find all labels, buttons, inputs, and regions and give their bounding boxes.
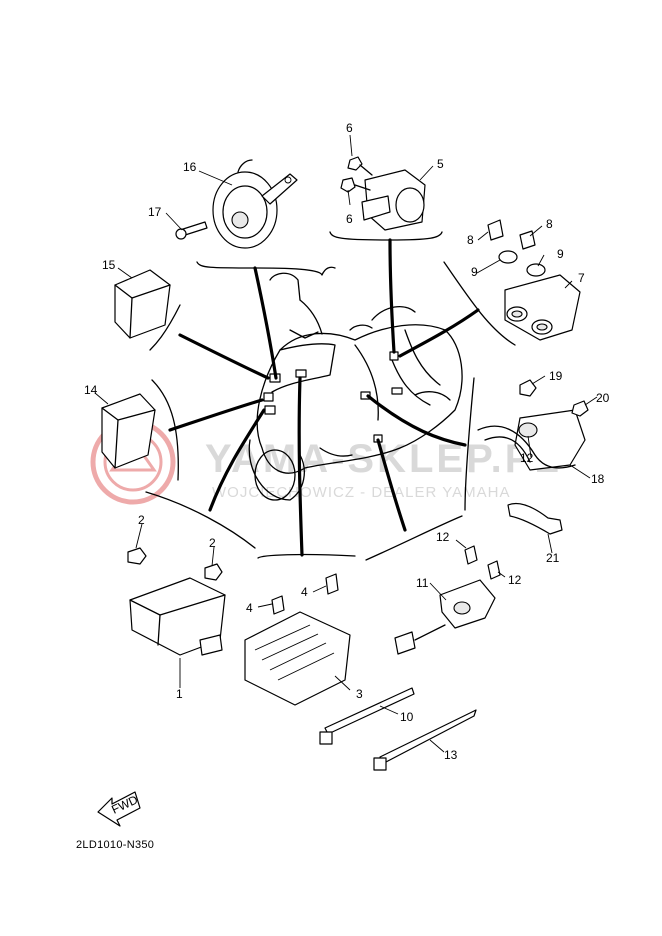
ecu-small-part: [101, 393, 156, 469]
callout-4-left: 4: [246, 601, 253, 615]
callout-2-left: 2: [138, 513, 145, 527]
watermark: YAMA-SKLEP.PL WOJCIECHOWICZ - DEALER YAM…: [90, 419, 559, 505]
starter-relay-part: [340, 156, 426, 231]
callout-9-left: 9: [471, 265, 478, 279]
callout-6-bottom: 6: [346, 212, 353, 226]
callout-11: 11: [416, 576, 429, 590]
callout-4-right: 4: [301, 585, 308, 599]
callout-5: 5: [437, 157, 444, 171]
callout-10: 10: [400, 710, 414, 724]
callout-2-right: 2: [209, 536, 216, 550]
sensor-part: [487, 219, 581, 341]
callout-6-top: 6: [346, 121, 353, 135]
diagram-code: 2LD1010-N350: [76, 839, 154, 851]
callout-17: 17: [148, 205, 162, 219]
rectifier-part: [244, 573, 351, 706]
callout-12-top: 12: [436, 530, 450, 544]
callout-15: 15: [102, 258, 116, 272]
fwd-arrow: FWD: [97, 791, 141, 827]
callout-leaders: [94, 134, 598, 753]
callout-12-coil: 12: [520, 451, 534, 465]
group-brackets: [145, 231, 516, 561]
ecu-part: [127, 547, 226, 656]
callout-14: 14: [84, 383, 98, 397]
callout-20: 20: [596, 391, 610, 405]
horn-part: [175, 159, 298, 249]
flasher-relay-part: [114, 269, 171, 339]
callout-numbers: 16 17 5 6 6 7 8 8 9 9 15 14 2 2 1 3 4 4 …: [84, 121, 610, 762]
callout-18: 18: [591, 472, 605, 486]
callout-3: 3: [356, 687, 363, 701]
cable-ties: [319, 687, 477, 771]
speed-sensor-part: [394, 545, 501, 655]
callout-13: 13: [444, 748, 458, 762]
callout-19: 19: [549, 369, 563, 383]
callout-8-left: 8: [467, 233, 474, 247]
callout-12-right: 12: [508, 573, 522, 587]
callout-7: 7: [578, 271, 585, 285]
callout-8-right: 8: [546, 217, 553, 231]
ignition-coil-part: [477, 379, 589, 535]
watermark-subtitle: WOJCIECHOWICZ - DEALER YAMAHA: [212, 484, 510, 501]
callout-21: 21: [546, 551, 560, 565]
callout-1: 1: [176, 687, 183, 701]
callout-9-right: 9: [557, 247, 564, 261]
callout-16: 16: [183, 160, 197, 174]
